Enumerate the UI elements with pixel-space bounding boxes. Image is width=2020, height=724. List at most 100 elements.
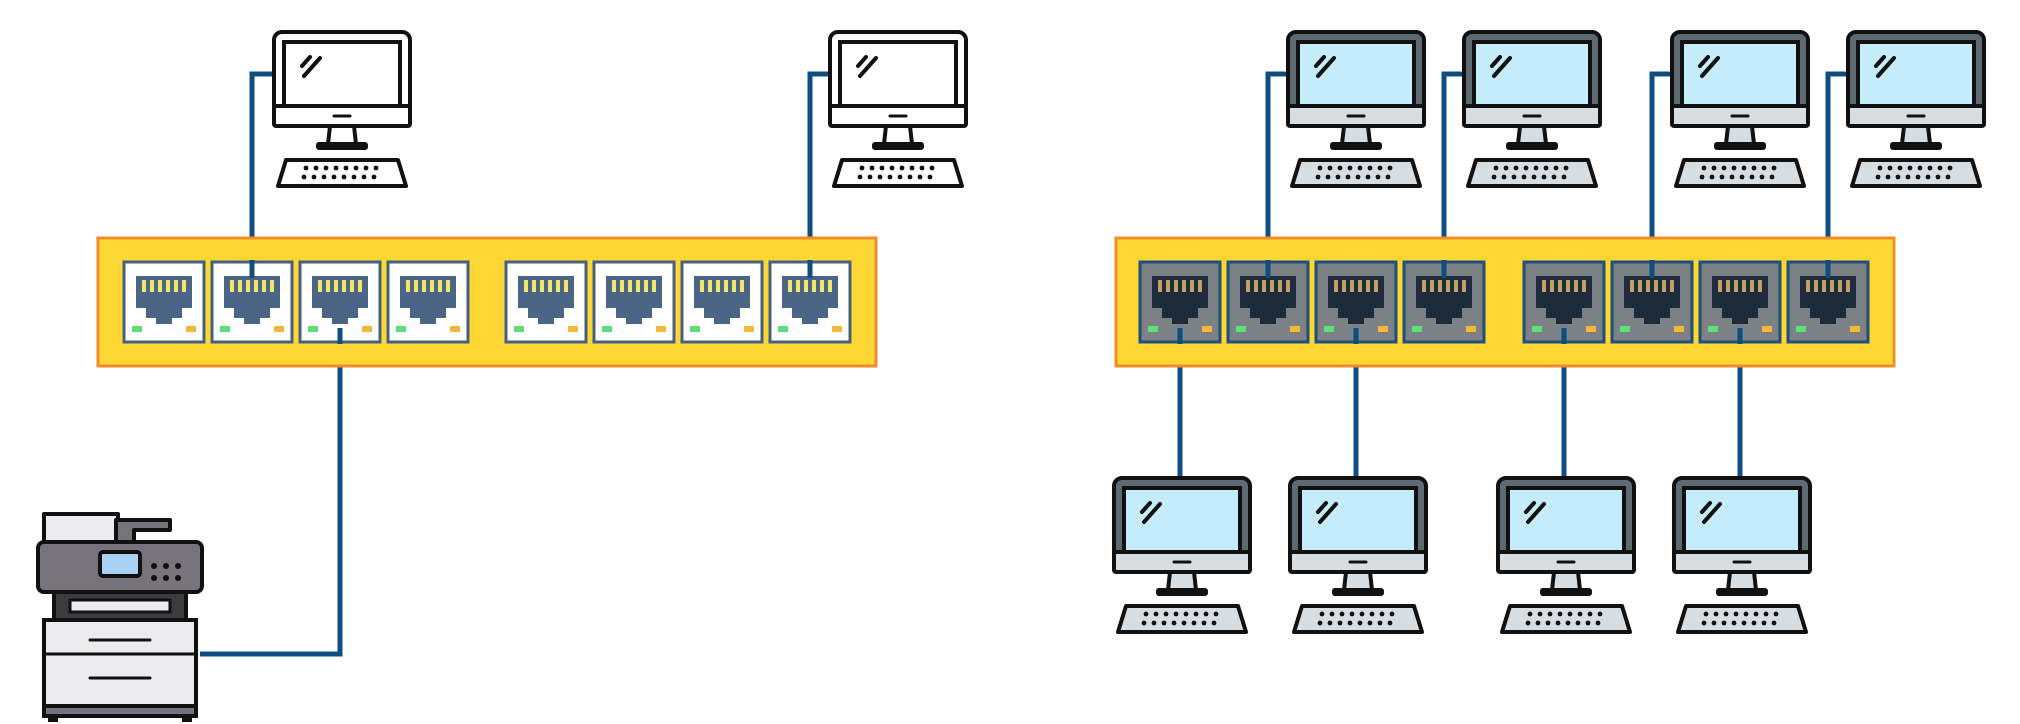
jack-pin xyxy=(334,280,338,292)
jack-pin xyxy=(1374,280,1378,292)
key xyxy=(1347,165,1353,171)
keyboard xyxy=(1466,158,1598,188)
key xyxy=(371,174,377,180)
monitor-base xyxy=(1332,588,1384,596)
key xyxy=(1525,620,1531,626)
jack-pin xyxy=(142,280,146,292)
key xyxy=(1887,165,1893,171)
key xyxy=(1317,620,1323,626)
switch-port-2-3 xyxy=(1314,260,1398,344)
key xyxy=(1937,165,1943,171)
monitor-screen xyxy=(1682,486,1802,554)
screen-glare xyxy=(1492,56,1512,78)
jack-pin xyxy=(342,280,346,292)
key xyxy=(1907,165,1913,171)
monitor-stand xyxy=(1726,570,1758,592)
key xyxy=(1337,165,1343,171)
desktop-computer-icon xyxy=(1462,30,1602,188)
key xyxy=(1565,620,1571,626)
jack-pin xyxy=(1158,280,1162,292)
key xyxy=(1359,611,1365,617)
jack-pin xyxy=(724,280,728,292)
key xyxy=(1171,620,1177,626)
monitor-stand xyxy=(1900,124,1932,146)
activity-led xyxy=(1674,326,1684,332)
jack-pin xyxy=(1278,280,1282,292)
key xyxy=(1375,174,1381,180)
control-button xyxy=(151,575,157,581)
jack-pin xyxy=(644,280,648,292)
key xyxy=(1181,620,1187,626)
jack-pin xyxy=(636,280,640,292)
key xyxy=(373,165,379,171)
key xyxy=(1947,165,1953,171)
link-led xyxy=(778,326,788,332)
key xyxy=(1153,611,1159,617)
desktop-computer-icon xyxy=(1112,476,1252,634)
jack-pin xyxy=(246,280,250,292)
key xyxy=(1337,620,1343,626)
jack-pin xyxy=(1558,280,1562,292)
screen-glare xyxy=(1702,502,1722,524)
screen-glare xyxy=(1698,55,1710,68)
screen-glare xyxy=(1140,501,1152,514)
key xyxy=(311,174,317,180)
key xyxy=(1339,611,1345,617)
desktop-computer-icon xyxy=(1286,30,1426,188)
jack-pin xyxy=(318,280,322,292)
jack-pin xyxy=(1422,280,1426,292)
key xyxy=(859,165,865,171)
key xyxy=(1741,620,1747,626)
jack-pin xyxy=(174,280,178,292)
jack-pin xyxy=(150,280,154,292)
key xyxy=(1541,174,1547,180)
jack-pin xyxy=(1742,280,1746,292)
control-button xyxy=(175,563,181,569)
activity-led xyxy=(1586,326,1596,332)
keyboard xyxy=(276,158,408,188)
key xyxy=(929,165,935,171)
key xyxy=(1761,165,1767,171)
key xyxy=(1389,611,1395,617)
monitor-screen xyxy=(282,40,402,108)
key xyxy=(1329,611,1335,617)
screen-glare xyxy=(1874,55,1886,68)
jack-pin xyxy=(358,280,362,292)
screen-glare xyxy=(858,56,878,78)
jack-pin xyxy=(1718,280,1722,292)
key xyxy=(1759,174,1765,180)
key xyxy=(1935,174,1941,180)
jack-pin xyxy=(1246,280,1250,292)
key xyxy=(1739,174,1745,180)
jack-pin xyxy=(628,280,632,292)
switch-port-1-1 xyxy=(122,260,206,344)
jack-pin xyxy=(652,280,656,292)
screen-glare xyxy=(1142,502,1162,524)
key xyxy=(1551,174,1557,180)
key xyxy=(927,174,933,180)
key xyxy=(313,165,319,171)
key xyxy=(1503,165,1509,171)
jack-pin xyxy=(1582,280,1586,292)
screen-glare xyxy=(856,55,868,68)
jack-pin xyxy=(1334,280,1338,292)
key xyxy=(917,174,923,180)
jack-pin xyxy=(532,280,536,292)
activity-led xyxy=(1466,326,1476,332)
key xyxy=(343,165,349,171)
key xyxy=(1523,165,1529,171)
key xyxy=(1387,165,1393,171)
key xyxy=(1701,165,1707,171)
jack-pin xyxy=(1430,280,1434,292)
printer-icon xyxy=(36,512,204,722)
key xyxy=(1773,611,1779,617)
jack-pin xyxy=(238,280,242,292)
jack-pin xyxy=(1806,280,1810,292)
keyboard xyxy=(1676,604,1808,634)
key xyxy=(1345,174,1351,180)
link-led xyxy=(1324,326,1334,332)
screen-glare xyxy=(1316,501,1328,514)
jack-pin xyxy=(740,280,744,292)
key xyxy=(1151,620,1157,626)
link-led xyxy=(220,326,230,332)
